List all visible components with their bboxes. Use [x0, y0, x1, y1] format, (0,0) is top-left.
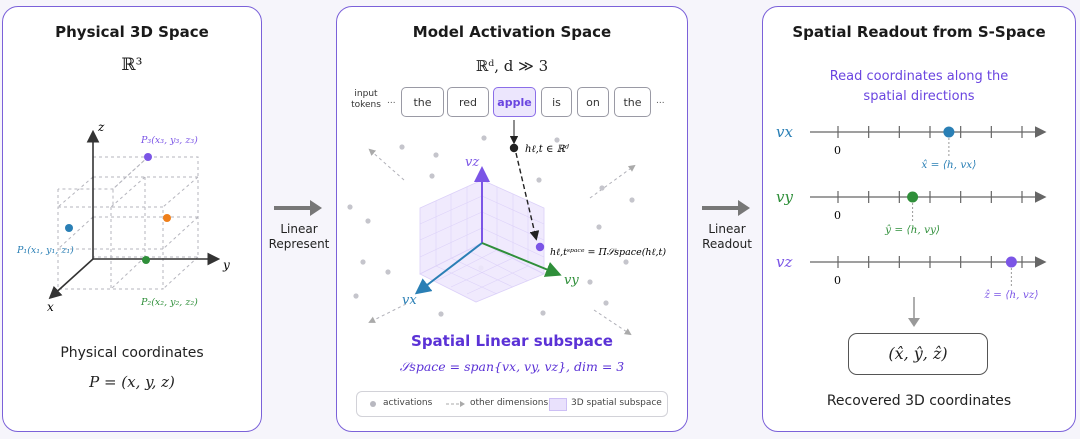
activation-legend: activations other dimensions 3D spatial …: [356, 391, 668, 417]
activation-dot-icon: [370, 401, 376, 407]
legend-subspace: 3D spatial subspace: [571, 398, 662, 408]
readout-panel: Spatial Readout from S-Space Read coordi…: [762, 6, 1076, 432]
vz-label: vz: [465, 155, 479, 170]
projection-arrow: [515, 152, 540, 241]
p3-label: P₃(x₃, y₃, z₃): [140, 135, 198, 146]
linear-readout-arrow: [702, 200, 750, 216]
y-axis-label: y: [222, 258, 230, 272]
panel-title: Spatial Readout from S-Space: [792, 23, 1046, 41]
h-point: [509, 143, 519, 153]
point-p1: [65, 224, 73, 232]
token-the: the: [401, 87, 444, 117]
token-on: on: [577, 87, 609, 117]
h-label: hℓ,t ∈ ℝᵈ: [525, 144, 569, 155]
zero-label-1: 0: [834, 209, 841, 222]
space-label: ℝᵈ, d ≫ 3: [475, 57, 549, 75]
readout-point-1: [907, 191, 919, 203]
token-apple: apple: [493, 87, 536, 117]
subspace-swatch-icon: [549, 398, 567, 411]
x-axis-label: x: [47, 300, 54, 314]
readout-label-0: x̂ = ⟨h, vx⟩: [921, 159, 976, 171]
zero-label-0: 0: [834, 144, 841, 157]
tokens-ellipsis-right: ...: [656, 96, 665, 106]
subspace-formula: 𝒮space = span{vx, vy, vz}, dim = 3: [400, 359, 625, 374]
dashed-arrow-icon: [446, 401, 465, 407]
vx-axis: [414, 242, 483, 295]
panel-title: Physical 3D Space: [55, 23, 209, 41]
p2-label: P₂(x₂, y₂, z₂): [140, 297, 198, 308]
h-space-label: hℓ,tˢᵖᵃᶜᵉ = Π𝒮space(hℓ,t): [550, 247, 666, 258]
h-space-point: [535, 242, 545, 252]
readout-caption: Recovered 3D coordinates: [826, 393, 1012, 409]
axis-label-0: vx: [776, 123, 793, 141]
readout-label-2: ẑ = ⟨h, vz⟩: [983, 288, 1038, 301]
physical-space-panel: Physical 3D Space ℝ³: [2, 6, 262, 432]
linear-represent-arrow: [274, 200, 322, 216]
point-orange: [163, 214, 171, 222]
z-axis-label: z: [97, 120, 105, 134]
vy-label: vy: [564, 273, 579, 288]
physical-caption: Physical coordinates: [60, 345, 204, 361]
legend-other: other dimensions: [470, 398, 549, 408]
token-red: red: [447, 87, 489, 117]
token-is: is: [541, 87, 572, 117]
point-p3: [144, 153, 152, 161]
readout-label-1: ŷ = ⟨h, vy⟩: [884, 223, 940, 236]
vy-axis: [481, 242, 562, 277]
p1-label: P₁(x₁, y₁, z₁): [16, 245, 74, 256]
readout-lines: vx 0 x̂ = ⟨h, vx⟩ vy 0 ŷ = ⟨h, vy⟩ vz 0 ẑ = ⟨h, …: [776, 123, 1047, 327]
cube-diagram: z y x P₃(x₃, y₃, z₃) P₁(x₁, y₁, z₁) P₂(x…: [16, 120, 230, 314]
axis-label-2: vz: [776, 253, 792, 271]
vx-label: vx: [402, 293, 417, 308]
tokens-ellipsis-left: ...: [387, 96, 396, 106]
point-p2: [142, 256, 150, 264]
panel-title: Model Activation Space: [412, 23, 612, 41]
activation-diagram: vz vx vy hℓ,t ∈ ℝᵈ hℓ,tˢᵖᵃᶜᵉ = Π𝒮space(h…: [347, 120, 666, 374]
space-label: ℝ³: [121, 55, 143, 75]
physical-formula: P = (x, y, z): [89, 373, 175, 391]
readout-point-0: [943, 126, 955, 138]
legend-activations: activations: [383, 398, 433, 408]
axis-label-1: vy: [776, 188, 793, 206]
token-the-2: the: [614, 87, 651, 117]
subspace-title: Spatial Linear subspace: [411, 332, 613, 350]
result-box: (x̂, ŷ, ẑ): [848, 333, 988, 375]
x-axis: [48, 258, 94, 300]
zero-label-2: 0: [834, 274, 841, 287]
readout-point-2: [1005, 256, 1017, 268]
